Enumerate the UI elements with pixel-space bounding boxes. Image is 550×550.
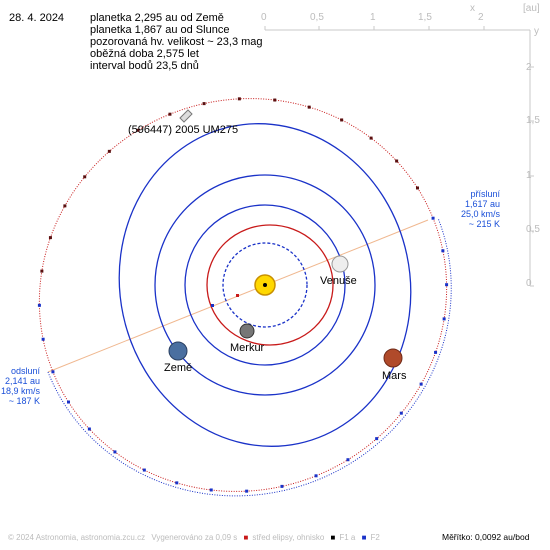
x-tick-0: 0 — [261, 12, 267, 23]
asteroid-position-marker — [307, 105, 311, 109]
earth-label: Země — [164, 362, 193, 374]
asteroid-position-marker — [37, 303, 41, 307]
asteroid-position-marker — [142, 468, 146, 472]
asteroid-position-marker — [202, 102, 206, 106]
asteroid-position-marker — [113, 450, 117, 454]
asteroid-position-marker — [175, 481, 179, 485]
perihelion-temp: ~ 215 K — [468, 219, 500, 229]
focus-f2-marker — [211, 304, 214, 307]
info-period: oběžná doba 2,575 let — [90, 48, 199, 60]
info-point-interval: interval bodů 23,5 dnů — [90, 60, 199, 72]
info-magnitude: pozorovaná hv. velikost ~ 23,3 mag — [90, 36, 263, 48]
asteroid-position-marker — [66, 400, 70, 404]
asteroid-position-marker — [369, 136, 373, 140]
asteroid-position-marker — [83, 175, 87, 179]
asteroid-position-marker — [375, 437, 379, 441]
asteroid-position-marker — [346, 458, 350, 462]
venus-orbit — [184, 204, 346, 366]
asteroid-position-marker — [419, 382, 423, 386]
unit-label: [au] — [523, 3, 540, 14]
footer-legend-f1: F1 a — [339, 533, 356, 542]
asteroid-position-marker — [273, 98, 277, 102]
asteroid-position-marker — [107, 149, 111, 153]
perihelion-speed: 25,0 km/s — [460, 209, 500, 219]
aphelion-info: odsluní 2,141 au 18,9 km/s ~ 187 K — [1, 366, 40, 406]
footer-legend-f2: F2 — [370, 533, 380, 542]
y-tick-1: 1 — [526, 170, 532, 181]
inner-red-orbit — [206, 224, 334, 346]
footer-generated: Vygenerováno za 0,09 s — [151, 533, 238, 542]
aphelion-temp: ~ 187 K — [8, 396, 40, 406]
asteroid-position-marker — [340, 118, 344, 122]
asteroid-orbit-upper — [38, 98, 448, 492]
x-axis-label: x — [470, 3, 475, 14]
asteroid-position-marker — [237, 97, 241, 101]
mars-icon — [383, 348, 403, 368]
asteroid-position-marker — [442, 317, 446, 321]
perihelion-title: přísluní — [470, 189, 500, 199]
mercury-orbit — [222, 242, 308, 328]
venus-icon — [331, 255, 349, 273]
footer-copyright: © 2024 Astronomia, astronomia.zcu.cz — [8, 533, 146, 542]
y-tick-0: 0 — [526, 278, 532, 289]
asteroid-position-marker — [87, 427, 91, 431]
asteroid-position-marker — [209, 488, 213, 492]
asteroid-orbit-lower — [47, 217, 452, 497]
asteroid-position-marker — [245, 489, 249, 493]
info-sun-distance: planetka 1,867 au od Slunce — [90, 24, 230, 36]
legend-f1-dot-icon: ■ — [330, 533, 336, 542]
sun-center-dot — [263, 283, 267, 287]
asteroid-position-marker — [399, 411, 403, 415]
x-tick-0-5: 0,5 — [310, 12, 324, 23]
aphelion-speed: 18,9 km/s — [0, 386, 40, 396]
ellipse-center-marker — [236, 294, 239, 297]
asteroid-position-marker — [434, 350, 438, 354]
info-earth-distance: planetka 2,295 au od Země — [90, 12, 224, 24]
earth-icon — [168, 341, 188, 361]
perihelion-distance: 1,617 au — [464, 199, 500, 209]
asteroid-position-marker — [40, 269, 44, 273]
asteroid-position-marker — [416, 186, 420, 190]
asteroid-position-marker — [168, 112, 172, 116]
info-block: planetka 2,295 au od Země planetka 1,867… — [90, 12, 263, 72]
x-tick-1-5: 1,5 — [418, 12, 432, 23]
mercury-label: Merkur — [230, 342, 265, 354]
y-tick-2: 2 — [526, 62, 532, 73]
asteroid-icon — [179, 109, 193, 123]
mars-label: Mars — [382, 370, 407, 382]
asteroid-position-marker — [441, 249, 445, 253]
asteroid-position-marker — [314, 474, 318, 478]
legend-center-dot-icon: ■ — [243, 533, 249, 542]
asteroid-position-marker — [51, 370, 55, 374]
earth-orbit — [154, 174, 376, 396]
asteroid-position-marker — [431, 216, 435, 220]
aphelion-distance: 2,141 au — [4, 376, 40, 386]
date-label: 28. 4. 2024 — [9, 12, 65, 24]
x-tick-2: 2 — [478, 12, 484, 23]
y-tick-1-5: 1,5 — [526, 115, 540, 126]
asteroid-position-marker — [136, 128, 140, 132]
footer: © 2024 Astronomia, astronomia.zcu.cz Vyg… — [8, 533, 384, 542]
footer-legend-center: střed elipsy, ohnisko — [252, 533, 325, 542]
venus-label: Venuše — [320, 275, 357, 287]
y-tick-0-5: 0,5 — [526, 224, 540, 235]
asteroid-position-marker — [280, 484, 284, 488]
y-axis-label: y — [534, 26, 539, 37]
scale-label: Měřítko: 0,0092 au/bod — [442, 532, 530, 542]
legend-f2-dot-icon: ■ — [361, 533, 367, 542]
asteroid-label: (596447) 2005 UM275 — [128, 124, 239, 136]
perihelion-info: přísluní 1,617 au 25,0 km/s ~ 215 K — [461, 189, 500, 229]
asteroid-position-marker — [63, 204, 67, 208]
asteroid-position-marker — [395, 159, 399, 163]
aphelion-title: odsluní — [10, 366, 40, 376]
asteroid-position-marker — [48, 236, 52, 240]
asteroid-position-marker — [41, 337, 45, 341]
mars-orbit — [118, 123, 412, 447]
asteroid-position-marker — [445, 283, 449, 287]
mercury-icon — [239, 323, 255, 339]
x-tick-1: 1 — [370, 12, 376, 23]
